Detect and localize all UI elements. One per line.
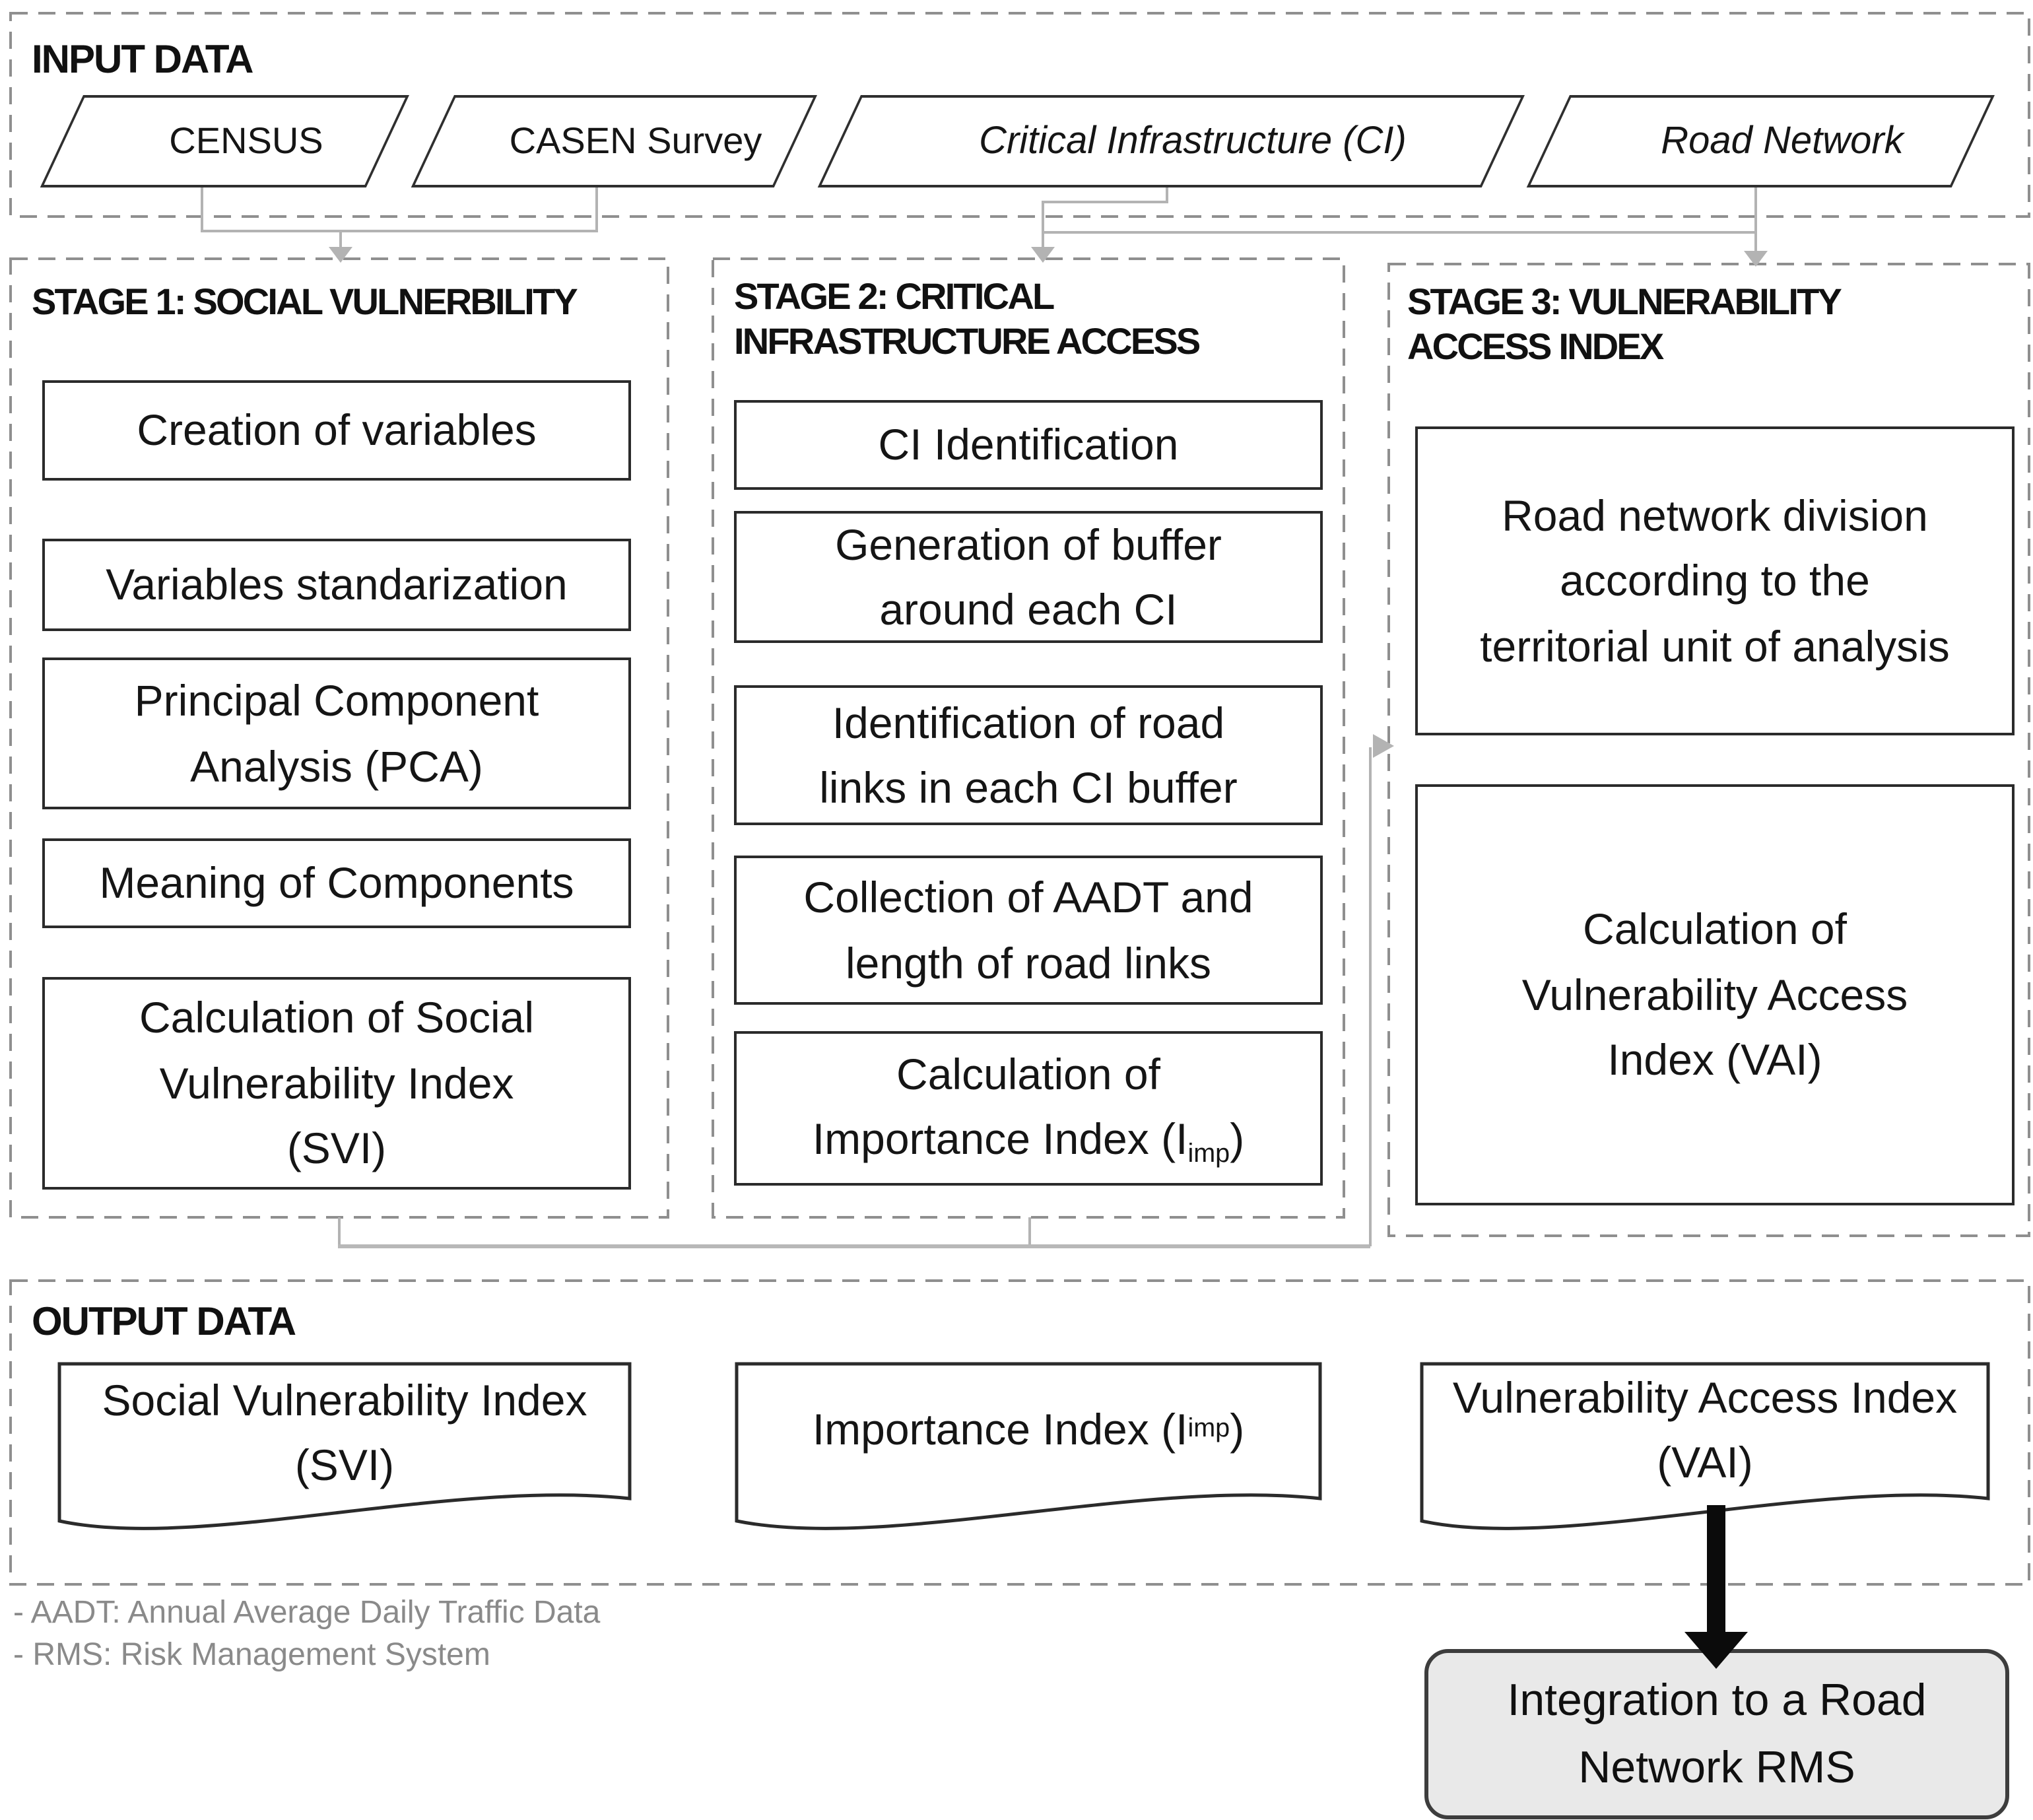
stage1-box4-label: Meaning of Components: [99, 858, 574, 908]
input-source-census: CENSUS: [40, 95, 410, 187]
input-data-title: INPUT DATA: [32, 38, 253, 82]
census-label: CENSUS: [169, 120, 323, 161]
stage2-box5-label: Calculation of Importance Index (Iimp): [813, 1042, 1244, 1175]
integration-rms-label: Integration to a Road Network RMS: [1507, 1675, 1927, 1792]
stage1-box-meaning-of-components: Meaning of Components: [42, 838, 631, 928]
importance-index-sub: imp: [1187, 1139, 1230, 1169]
imp-output-sub: imp: [1187, 1414, 1230, 1444]
input-source-casen-survey: CASEN Survey: [411, 95, 817, 187]
imp-output-post: ): [1230, 1405, 1245, 1454]
stage2-arrowhead-icon: [1031, 247, 1055, 263]
ci-to-stage2-connector: [1042, 187, 1168, 248]
stage1-box5-label: Calculation of Social Vulnerability Inde…: [139, 993, 534, 1173]
stage-bottom-drops-connector: [338, 1217, 1031, 1246]
footnote-aadt: - AADT: Annual Average Daily Traffic Dat…: [13, 1595, 601, 1631]
input-source-critical-infrastructure: Critical Infrastructure (CI): [817, 95, 1525, 187]
stage1-box-pca: Principal Component Analysis (PCA): [42, 657, 631, 809]
vai-output-label: Vulnerability Access Index (VAI): [1452, 1372, 1958, 1487]
stage2-box-buffer-generation: Generation of buffer around each CI: [734, 511, 1323, 643]
stage1-box-creation-of-variables: Creation of variables: [42, 380, 631, 481]
stage3-box1-label: Road network division according to the t…: [1480, 490, 1950, 671]
stage2-box2-label: Generation of buffer around each CI: [835, 520, 1222, 634]
roadnetwork-to-stage3-connector: [1043, 187, 1757, 252]
stage1-box-variables-standarization: Variables standarization: [42, 539, 631, 631]
stage3-arrowhead-icon: [1744, 251, 1768, 267]
census-casen-to-stage1-connector: [201, 187, 598, 248]
input-source-road-network: Road Network: [1526, 95, 1995, 187]
casen-label: CASEN Survey: [509, 120, 762, 161]
road-network-label: Road Network: [1661, 119, 1904, 162]
stage3-title: STAGE 3: VULNERABILITY ACCESS INDEX: [1407, 281, 1842, 368]
stage1-box-svi-calculation: Calculation of Social Vulnerability Inde…: [42, 977, 631, 1190]
stage2-box-importance-index-calculation: Calculation of Importance Index (Iimp): [734, 1031, 1323, 1186]
stage2-box-ci-identification: CI Identification: [734, 400, 1323, 490]
stage1-arrowhead-icon: [329, 247, 352, 263]
stage1-title: STAGE 1: SOCIAL VULNERBILITY: [32, 281, 578, 322]
stage2-box3-label: Identification of road links in each CI …: [819, 698, 1238, 812]
imp-output-pre: Importance Index (I: [812, 1405, 1188, 1454]
stage2-box1-label: CI Identification: [878, 420, 1179, 469]
stage2-box-aadt-collection: Collection of AADT and length of road li…: [734, 856, 1323, 1005]
stage1-box2-label: Variables standarization: [106, 560, 568, 609]
stage1-box1-label: Creation of variables: [137, 405, 537, 455]
integration-rms-box: Integration to a Road Network RMS: [1424, 1649, 2009, 1819]
stage2-box-road-links-identification: Identification of road links in each CI …: [734, 685, 1323, 825]
svi-output-label: Social Vulnerability Index (SVI): [102, 1375, 587, 1489]
importance-index-pre: Calculation of Importance Index (I: [812, 1049, 1188, 1164]
vai-to-integration-arrow-shaft: [1707, 1505, 1725, 1632]
stage3-side-arrowhead-icon: [1373, 734, 1394, 758]
critical-infrastructure-label: Critical Infrastructure (CI): [979, 119, 1407, 162]
stage2-title: STAGE 2: CRITICAL INFRASTRUCTURE ACCESS: [734, 276, 1201, 362]
output-data-title: OUTPUT DATA: [32, 1300, 296, 1344]
stage3-box2-label: Calculation of Vulnerability Access Inde…: [1521, 904, 1908, 1085]
stage1-box3-label: Principal Component Analysis (PCA): [134, 676, 539, 790]
stage3-box-vai-calculation: Calculation of Vulnerability Access Inde…: [1415, 784, 2015, 1205]
footnote-rms: - RMS: Risk Management System: [13, 1637, 490, 1673]
importance-index-post: ): [1230, 1114, 1245, 1164]
stage3-box-road-network-division: Road network division according to the t…: [1415, 426, 2015, 735]
stage2-box4-label: Collection of AADT and length of road li…: [803, 873, 1253, 987]
